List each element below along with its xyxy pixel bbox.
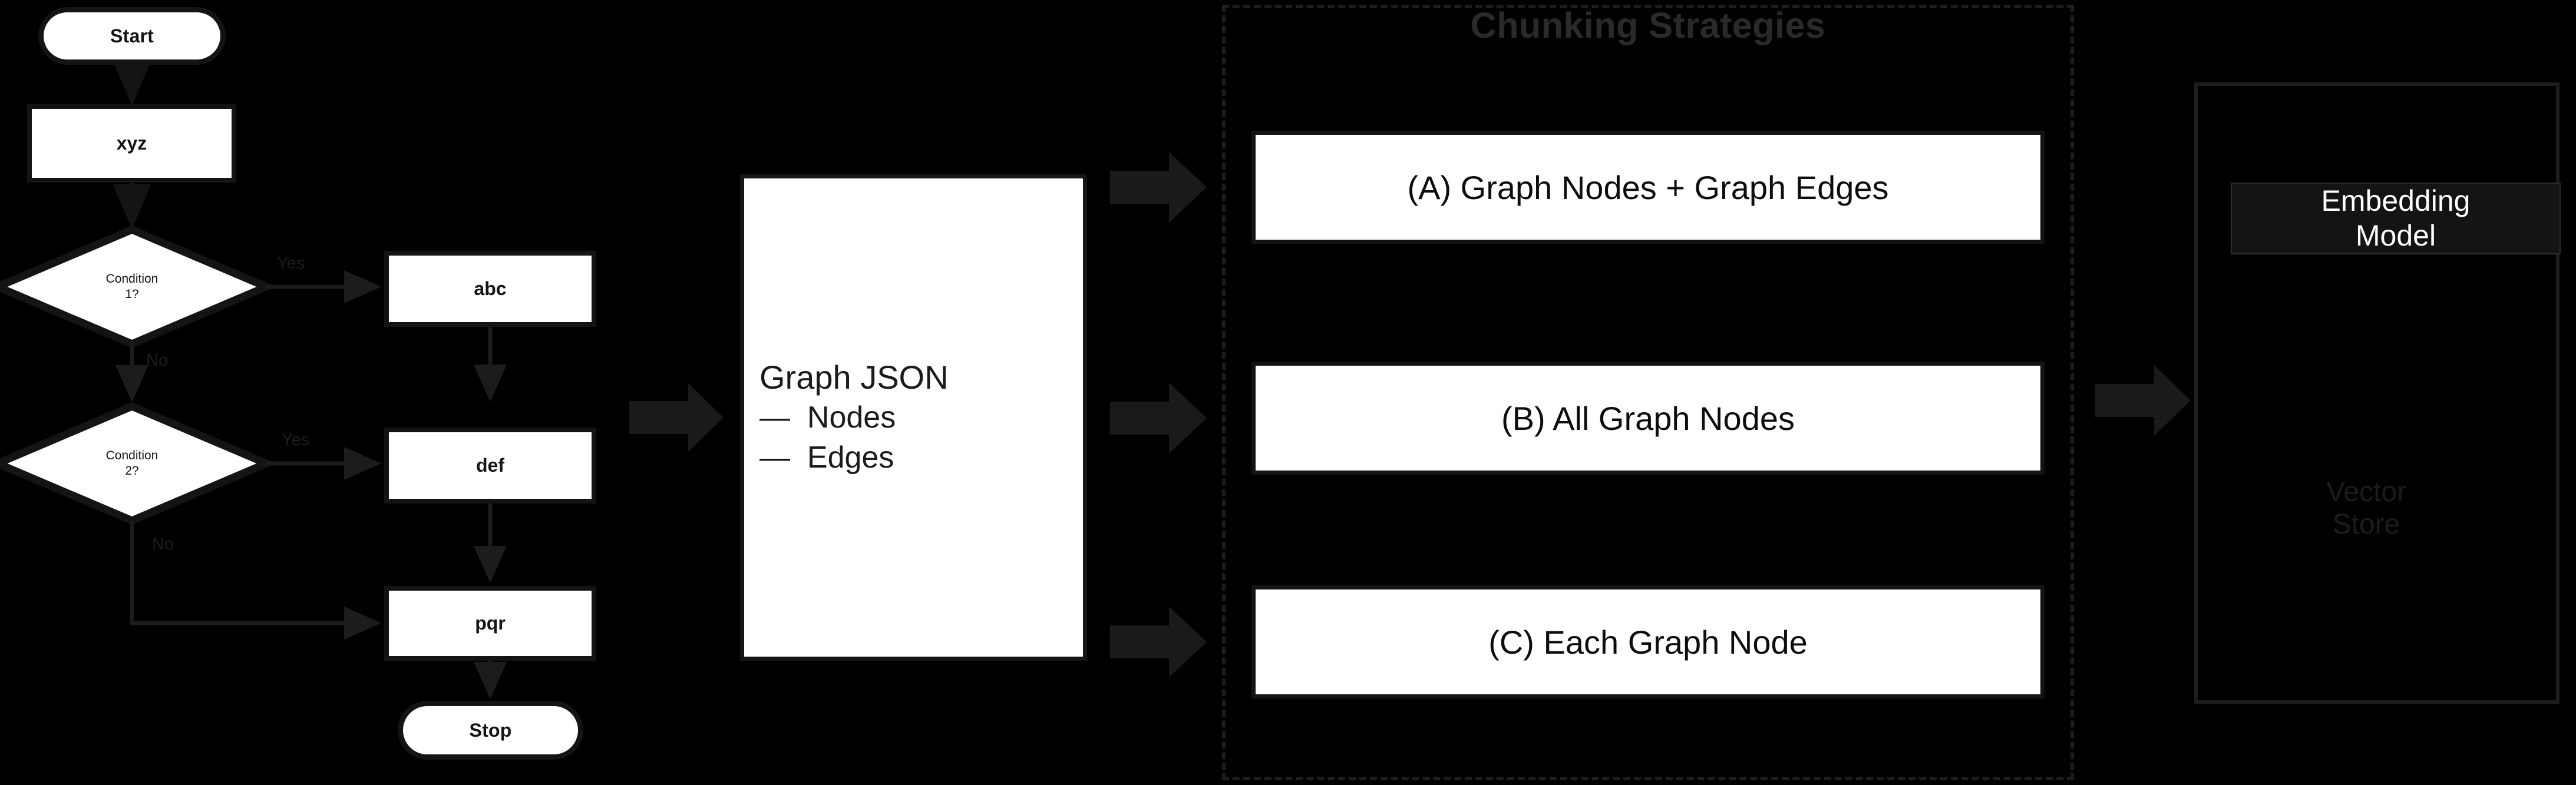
vector-store-label: Vector Store <box>2273 476 2459 541</box>
graph-json-item-edges: — Edges <box>759 440 894 475</box>
flow-node-stop[interactable]: Stop <box>398 701 583 760</box>
condition-1-line-2: 1? <box>125 287 139 301</box>
flow-node-stop-label: Stop <box>469 719 512 741</box>
block-arrow-json-to-option-c <box>1110 607 1207 677</box>
graph-json-card[interactable]: Graph JSON — Nodes — Edges <box>740 174 1087 661</box>
chunking-strategies-title: Chunking Strategies <box>1470 5 1826 45</box>
flow-node-pqr[interactable]: pqr <box>384 586 596 661</box>
edge-label-cond2-no: No <box>152 535 174 554</box>
condition-1-line-1: Condition <box>105 271 158 286</box>
edge-label-cond1-yes: Yes <box>277 254 305 273</box>
flow-node-xyz-label: xyz <box>116 133 147 154</box>
block-arrow-json-to-option-b <box>1110 383 1207 453</box>
embedding-model-label-line-1: Embedding <box>2321 184 2471 217</box>
chunk-option-b-label: (B) All Graph Nodes <box>1501 399 1795 437</box>
flow-node-abc[interactable]: abc <box>384 251 596 327</box>
vector-store-label-line-1: Vector <box>2326 476 2407 508</box>
flow-node-def[interactable]: def <box>384 428 596 504</box>
graph-json-title: Graph JSON <box>759 359 949 396</box>
flow-node-xyz[interactable]: xyz <box>27 104 236 183</box>
condition-2-line-1: Condition <box>105 448 158 462</box>
flow-node-pqr-label: pqr <box>475 612 506 634</box>
edge-label-cond1-no: No <box>146 351 169 370</box>
edge-label-cond2-yes: Yes <box>282 430 310 449</box>
flow-node-def-label: def <box>476 455 504 476</box>
graph-json-item-nodes: — Nodes <box>759 400 896 435</box>
flow-node-condition-1-label: Condition 1? <box>26 247 238 326</box>
flow-node-start[interactable]: Start <box>38 7 226 65</box>
block-arrow-chunking-to-embedding <box>2095 365 2191 436</box>
chunking-strategies-group <box>1222 5 2074 780</box>
chunk-option-c[interactable]: (C) Each Graph Node <box>1251 585 2045 698</box>
flow-node-condition-2[interactable]: Condition 2? <box>26 424 238 503</box>
flow-node-condition-2-label: Condition 2? <box>26 424 238 503</box>
chunk-option-c-label: (C) Each Graph Node <box>1488 623 1808 661</box>
block-arrow-flow-to-json <box>629 383 724 452</box>
vector-store-label-line-2: Store <box>2332 509 2400 541</box>
flow-node-abc-label: abc <box>474 278 507 299</box>
flow-node-start-label: Start <box>110 25 154 47</box>
embedding-panel <box>2194 82 2560 704</box>
condition-2-line-2: 2? <box>125 464 139 478</box>
chunk-option-a[interactable]: (A) Graph Nodes + Graph Edges <box>1251 131 2045 244</box>
embedding-model-label-line-2: Model <box>2355 219 2436 252</box>
flow-node-condition-1[interactable]: Condition 1? <box>26 247 238 326</box>
chunk-option-b[interactable]: (B) All Graph Nodes <box>1251 362 2045 475</box>
block-arrow-json-to-option-a <box>1110 152 1207 223</box>
embedding-model-box[interactable]: Embedding Model <box>2231 183 2561 254</box>
chunk-option-a-label: (A) Graph Nodes + Graph Edges <box>1407 168 1889 206</box>
